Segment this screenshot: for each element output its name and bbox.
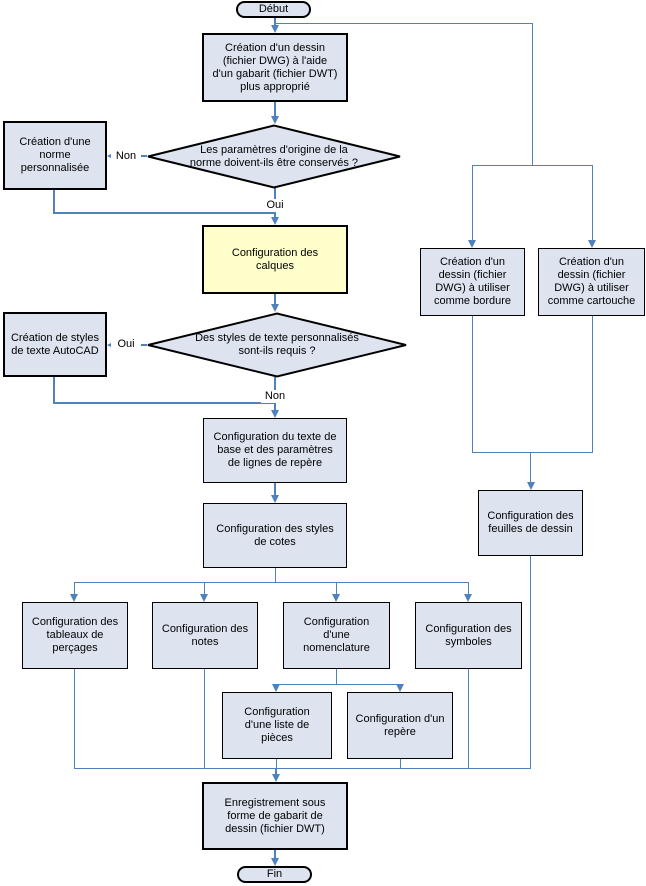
- connector: [274, 102, 276, 118]
- node-label: Début: [258, 3, 289, 15]
- node-label: Les paramètres d'origine de la norme doi…: [189, 143, 359, 169]
- arrowhead-down-icon: [332, 594, 340, 602]
- node-label: Configuration d'un repère: [355, 712, 445, 738]
- node-label: Configuration des tableaux de perçages: [31, 616, 119, 654]
- diamond-shape-icon: [147, 312, 407, 378]
- node-label: Des styles de texte personnalisés sont-i…: [195, 332, 359, 357]
- node-label: Création d'un dessin (fichier DWG) à uti…: [433, 256, 512, 307]
- connector: [74, 669, 75, 769]
- node-label: Configuration des symboles: [425, 622, 512, 648]
- edge-label-oui: Oui: [111, 338, 141, 351]
- connector: [274, 294, 276, 306]
- arrowhead-down-icon: [271, 858, 279, 866]
- diamond-shape-icon: [147, 124, 401, 189]
- node-start-terminator: Début: [236, 1, 311, 18]
- node-label: Création d'une norme personnalisée: [19, 136, 91, 174]
- connector: [274, 850, 276, 860]
- connector: [530, 556, 531, 769]
- connector: [276, 759, 277, 769]
- connector: [592, 165, 593, 241]
- connector: [592, 316, 593, 453]
- connector: [400, 759, 401, 769]
- arrowhead-down-icon: [271, 304, 279, 312]
- node-label: Configuration des feuilles de dessin: [487, 510, 574, 535]
- node-custom-norm: Création d'une norme personnalisée: [3, 121, 107, 190]
- node-label: Enregistrement sous forme de gabarit de …: [224, 796, 326, 835]
- connector: [53, 377, 55, 404]
- node-dim-styles-config: Configuration des styles de cotes: [203, 503, 347, 568]
- node-save-template: Enregistrement sous forme de gabarit de …: [202, 782, 348, 850]
- node-notes-config: Configuration des notes: [152, 602, 258, 669]
- node-sheets-config: Configuration des feuilles de dessin: [478, 490, 583, 556]
- node-symbols-config: Configuration des symboles: [415, 602, 522, 669]
- node-label: Configuration du texte de base et des pa…: [213, 431, 337, 469]
- node-label: Configuration des styles de cotes: [216, 522, 334, 548]
- connector: [275, 768, 277, 776]
- arrowhead-down-icon: [396, 684, 404, 692]
- arrowhead-down-icon: [271, 217, 279, 225]
- connector: [472, 165, 592, 166]
- connector: [532, 23, 533, 165]
- node-label: Configuration des notes: [161, 622, 249, 648]
- node-label: Configuration d'une nomenclature: [303, 616, 370, 654]
- connector: [74, 582, 75, 595]
- node-titleblock-drawing: Création d'un dessin (fichier DWG) à uti…: [538, 248, 645, 316]
- node-hole-tables-config: Configuration des tableaux de perçages: [22, 602, 128, 669]
- arrowhead-down-icon: [468, 240, 476, 248]
- connector: [336, 582, 337, 595]
- connector: [530, 452, 531, 484]
- node-label: Fin: [266, 868, 283, 880]
- node-border-drawing: Création d'un dessin (fichier DWG) à uti…: [420, 248, 525, 316]
- arrowhead-down-icon: [271, 116, 279, 124]
- connector: [74, 768, 531, 769]
- node-parts-list-config: Configuration d'une liste de pièces: [222, 692, 332, 759]
- connector: [204, 582, 205, 595]
- connector: [472, 452, 593, 453]
- node-decision-keep-defaults: Les paramètres d'origine de la norme doi…: [146, 124, 402, 189]
- connector: [74, 582, 468, 583]
- node-decision-text-styles: Des styles de texte personnalisés sont-i…: [146, 312, 408, 378]
- node-autocad-text-styles: Création de styles de texte AutoCAD: [3, 312, 107, 377]
- node-label: Création de styles de texte AutoCAD: [10, 331, 100, 357]
- arrowhead-down-icon: [70, 594, 78, 602]
- connector: [53, 190, 55, 214]
- arrowhead-down-icon: [272, 774, 280, 782]
- connector: [472, 165, 473, 241]
- node-label: Création d'un dessin (fichier DWG) à uti…: [547, 256, 636, 307]
- connector: [468, 582, 469, 595]
- connector: [274, 17, 276, 27]
- connector: [275, 23, 532, 24]
- arrowhead-down-icon: [271, 410, 279, 418]
- arrowhead-down-icon: [271, 495, 279, 503]
- arrowhead-down-icon: [272, 684, 280, 692]
- connector: [336, 669, 337, 685]
- edge-label-oui: Oui: [261, 199, 289, 212]
- connector: [53, 402, 276, 404]
- connector: [468, 669, 469, 769]
- connector: [53, 212, 276, 214]
- connector: [276, 684, 401, 685]
- arrowhead-down-icon: [588, 240, 596, 248]
- connector: [204, 669, 205, 769]
- connector: [472, 316, 473, 453]
- node-label: Configuration d'une liste de pièces: [244, 706, 310, 744]
- node-base-text-config: Configuration du texte de base et des pa…: [203, 418, 347, 483]
- node-balloon-config: Configuration d'un repère: [347, 692, 453, 759]
- node-create-drawing: Création d'un dessin (fichier DWG) à l'a…: [202, 33, 348, 102]
- arrowhead-down-icon: [527, 482, 535, 490]
- connector: [274, 483, 276, 497]
- node-bom-config: Configuration d'une nomenclature: [283, 602, 390, 669]
- connector: [275, 568, 276, 583]
- edge-label-non: Non: [111, 150, 141, 163]
- node-layers-config-highlighted: Configuration des calques: [202, 225, 348, 294]
- arrowhead-down-icon: [200, 594, 208, 602]
- node-label: Création d'un dessin (fichier DWG) à l'a…: [212, 41, 338, 93]
- arrowhead-down-icon: [271, 25, 279, 33]
- arrowhead-down-icon: [464, 594, 472, 602]
- edge-label-non: Non: [261, 390, 289, 403]
- node-end-terminator: Fin: [237, 866, 312, 883]
- node-label: Configuration des calques: [231, 246, 319, 272]
